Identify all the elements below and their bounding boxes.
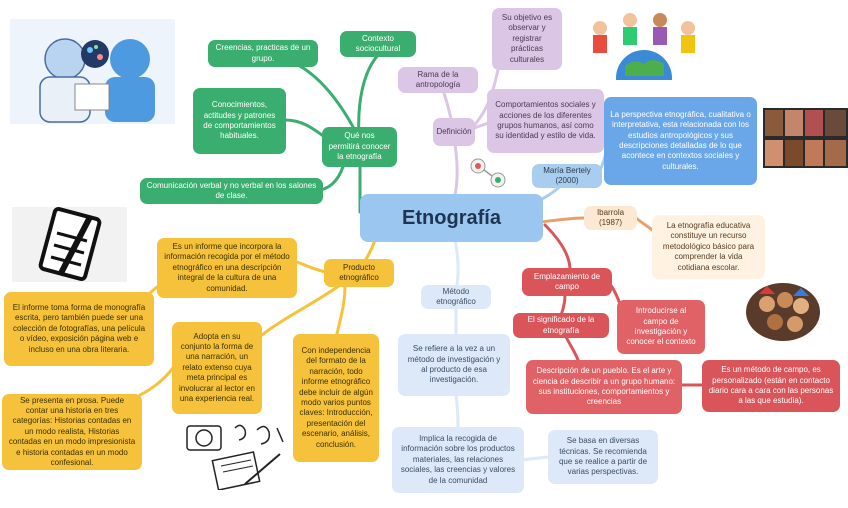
node-perspectiva[interactable]: La perspectiva etnográfica, cualitativa … (604, 97, 757, 185)
node-narracion[interactable]: Adopta en su conjunto la forma de una na… (172, 322, 262, 414)
node-se-refiere[interactable]: Se refiere a la vez a un método de inves… (398, 334, 510, 396)
node-metodo-campo[interactable]: Es un método de campo, es personalizado … (702, 360, 840, 412)
culture-faces-image (745, 282, 821, 342)
children-globe-illustration (580, 6, 707, 106)
node-etnografia-educativa[interactable]: La etnografía educativa constituye un re… (652, 215, 765, 279)
notepad-icon (12, 207, 127, 282)
node-creencias[interactable]: Creencias, practicas de un grupo. (208, 40, 318, 67)
node-implica[interactable]: Implica la recogida de información sobre… (392, 427, 524, 493)
node-ibarrola[interactable]: Ibarrola (1987) (584, 206, 637, 230)
node-metodo-etnografico[interactable]: Método etnográfico (421, 285, 491, 309)
node-que-permitira[interactable]: Qué nos permitirá conocer la etnografía (322, 127, 397, 167)
node-conocimientos[interactable]: Conocimientos, actitudes y patrones de c… (193, 88, 286, 154)
node-emplazamiento[interactable]: Emplazamiento de campo (522, 268, 612, 296)
node-se-basa[interactable]: Se basa en diversas técnicas. Se recomie… (548, 430, 658, 484)
node-descripcion[interactable]: Descripción de un pueblo. Es el arte y c… (526, 360, 682, 414)
node-independencia[interactable]: Con independencia del formato de la narr… (293, 334, 379, 462)
node-rama-antropologia[interactable]: Rama de la antropología (398, 67, 478, 93)
chat-connection-icon (468, 158, 510, 188)
node-comunicacion[interactable]: Comunicación verbal y no verbal en los s… (140, 178, 323, 204)
central-topic[interactable]: Etnografía (360, 194, 543, 242)
node-maria-bertely[interactable]: María Bertely (2000) (532, 164, 602, 188)
faces-collage-image (763, 108, 848, 168)
node-prosa[interactable]: Se presenta en prosa. Puede contar una h… (2, 394, 142, 470)
node-introducirse[interactable]: Introducirse al campo de investigación y… (617, 300, 705, 354)
doctor-illustration (10, 19, 175, 124)
node-comportamientos[interactable]: Comportamientos sociales y acciones de l… (487, 89, 604, 153)
camera-notes-illustration (185, 418, 290, 491)
node-contexto-sociocultural[interactable]: Contexto sociocultural (340, 31, 416, 57)
node-monografia[interactable]: El informe toma forma de monografía escr… (4, 292, 154, 366)
node-objetivo[interactable]: Su objetivo es observar y registrar prác… (492, 8, 562, 70)
node-informe[interactable]: Es un informe que incorpora la informaci… (157, 238, 297, 298)
node-producto-etnografico[interactable]: Producto etnográfico (324, 259, 394, 287)
node-significado[interactable]: El significado de la etnografía (513, 313, 609, 338)
node-definicion[interactable]: Definición (433, 118, 475, 146)
